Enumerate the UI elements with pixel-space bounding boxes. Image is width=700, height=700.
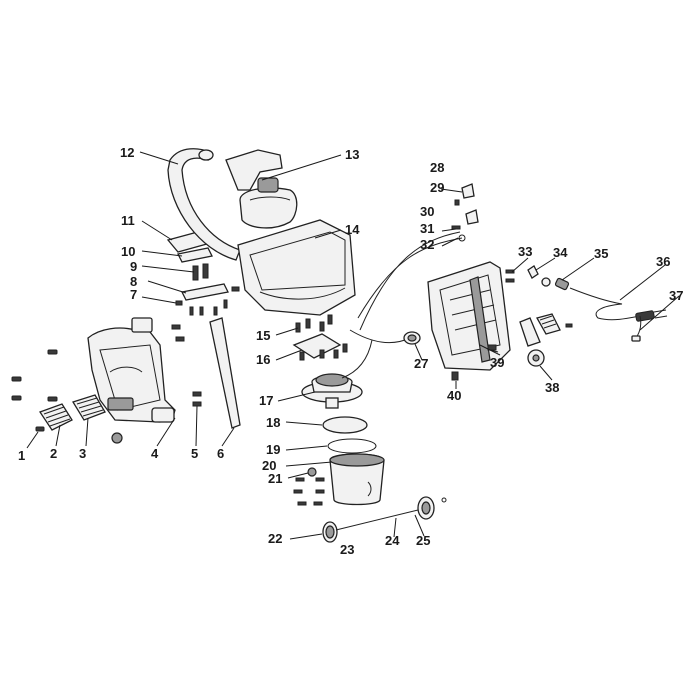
screw-parts-16 <box>299 343 348 361</box>
gasket-part <box>322 416 368 434</box>
callout-31: 31 <box>420 221 434 236</box>
screw-parts-left <box>11 349 58 432</box>
callout-25: 25 <box>416 533 430 548</box>
power-cord-part <box>541 277 668 342</box>
callout-38: 38 <box>545 380 559 395</box>
right-housing-part <box>427 261 511 371</box>
callout-13: 13 <box>345 147 359 162</box>
callout-28: 28 <box>430 160 444 175</box>
cord-switch-parts <box>505 265 539 283</box>
callout-12: 12 <box>120 145 134 160</box>
callout-19: 19 <box>266 442 280 457</box>
left-housing-part <box>87 317 176 444</box>
callout-16: 16 <box>256 352 270 367</box>
top-housing-part <box>237 219 356 316</box>
knob-part <box>451 371 459 381</box>
callout-17: 17 <box>259 393 273 408</box>
callout-18: 18 <box>266 415 280 430</box>
callout-1: 1 <box>18 448 25 463</box>
callout-35: 35 <box>594 246 608 261</box>
leader-lines <box>26 151 680 540</box>
callout-36: 36 <box>656 254 670 269</box>
motor-part <box>301 373 363 409</box>
mounting-plate-part <box>181 283 229 301</box>
wheel-axle-parts <box>322 496 447 543</box>
container-part <box>329 453 385 506</box>
callout-29: 29 <box>430 180 444 195</box>
callout-14: 14 <box>345 222 360 237</box>
callout-24: 24 <box>385 533 400 548</box>
callout-4: 4 <box>151 446 159 461</box>
callout-labels: 1 2 3 4 5 6 7 8 9 10 11 12 13 14 15 16 1… <box>18 145 683 557</box>
screw-parts-21 <box>293 477 325 506</box>
spring-parts <box>192 263 209 281</box>
motor-base-part <box>292 333 342 359</box>
callout-23: 23 <box>340 542 354 557</box>
callout-5: 5 <box>191 446 198 461</box>
callout-8: 8 <box>130 274 137 289</box>
grille-parts <box>39 394 106 431</box>
callout-32: 32 <box>420 237 434 252</box>
callout-37: 37 <box>669 288 683 303</box>
rod-part <box>209 317 241 429</box>
callout-33: 33 <box>518 244 532 259</box>
cap-part <box>527 349 545 367</box>
coupler-part <box>403 331 421 345</box>
callout-15: 15 <box>256 328 270 343</box>
callout-6: 6 <box>217 446 224 461</box>
callout-9: 9 <box>130 259 137 274</box>
callout-7: 7 <box>130 287 137 302</box>
nut-part <box>307 467 317 477</box>
spray-gun-part <box>225 149 298 229</box>
callout-30: 30 <box>420 204 434 219</box>
callout-27: 27 <box>414 356 428 371</box>
callout-40: 40 <box>447 388 461 403</box>
screw-parts-center-left <box>171 286 240 407</box>
callout-11: 11 <box>121 213 135 228</box>
callout-20: 20 <box>262 458 276 473</box>
o-ring-part <box>327 438 377 454</box>
callout-22: 22 <box>268 531 282 546</box>
screw-parts-15 <box>295 314 333 333</box>
clamp-part <box>177 247 213 263</box>
callout-21: 21 <box>268 471 282 486</box>
switch-small-parts <box>451 183 479 242</box>
callout-2: 2 <box>50 446 57 461</box>
callout-3: 3 <box>79 446 86 461</box>
callout-39: 39 <box>490 355 504 370</box>
callout-10: 10 <box>121 244 135 259</box>
filter-cover-part <box>519 313 573 347</box>
callout-34: 34 <box>553 245 568 260</box>
